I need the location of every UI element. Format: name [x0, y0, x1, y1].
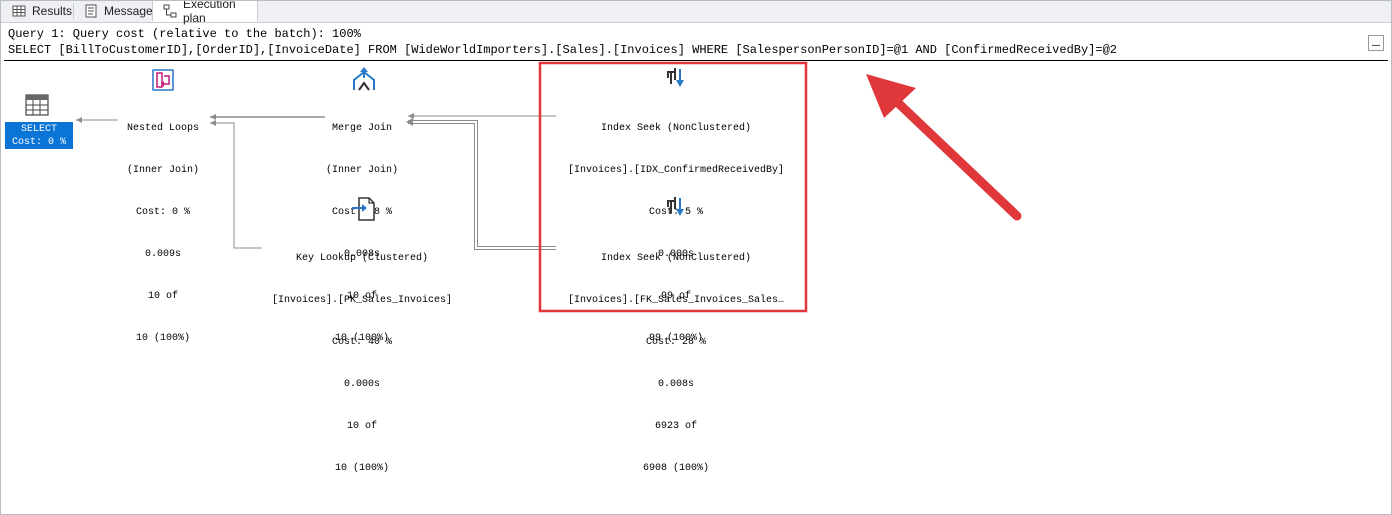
key-lookup-icon[interactable] — [350, 195, 378, 223]
node-title: Index Seek (NonClustered) — [600, 123, 752, 134]
nested-loops-node[interactable]: Nested Loops (Inner Join) Cost: 0 % 0.00… — [103, 94, 223, 360]
callout-arrow — [890, 95, 1022, 221]
node-rows-est: 10 (100%) — [334, 333, 389, 344]
tab-label: Execution plan — [183, 0, 236, 25]
node-subtitle: [Invoices].[IDX_ConfirmedReceivedBy] — [567, 165, 785, 176]
node-time: 0.009s — [144, 249, 181, 260]
query-cost-header: Query 1: Query cost (relative to the bat… — [8, 27, 361, 41]
node-rows-actual: 10 of — [346, 421, 377, 432]
node-subtitle: [Invoices].[PK_Sales_Invoices] — [271, 295, 453, 306]
index-seek-1-node[interactable]: Index Seek (NonClustered) [Invoices].[ID… — [551, 94, 801, 360]
node-rows-est: 10 (100%) — [334, 463, 389, 474]
merge-join-icon[interactable] — [350, 66, 378, 94]
connector-nested-keylookup — [210, 122, 262, 249]
index-seek-2-node[interactable]: Index Seek (NonClustered) [Invoices].[FK… — [551, 224, 801, 490]
select-title: SELECT — [20, 124, 57, 135]
minimize-button[interactable] — [1368, 35, 1384, 51]
grid-icon — [12, 4, 26, 18]
highlight-box — [538, 61, 808, 313]
tab-label: Messages — [104, 4, 159, 18]
node-time: 0.000s — [657, 249, 694, 260]
node-rows-actual: 10 of — [147, 291, 178, 302]
messages-icon — [84, 4, 98, 18]
header-divider — [4, 60, 1388, 61]
node-subtitle: (Inner Join) — [126, 165, 199, 176]
node-rows-actual: 6923 of — [654, 421, 697, 432]
node-title: Nested Loops — [126, 123, 199, 134]
node-rows-est: 10 (100%) — [135, 333, 190, 344]
node-rows-actual: 10 of — [346, 291, 377, 302]
node-subtitle: (Inner Join) — [325, 165, 398, 176]
node-title: Index Seek (NonClustered) — [600, 253, 752, 264]
key-lookup-node[interactable]: Key Lookup (Clustered) [Invoices].[PK_Sa… — [257, 224, 467, 490]
tab-label: Results — [32, 4, 73, 18]
select-cost: Cost: 0 % — [11, 137, 66, 148]
node-rows-actual: 99 of — [660, 291, 691, 302]
tab-messages[interactable]: Messages — [74, 1, 159, 21]
node-cost: Cost: 28 % — [645, 337, 706, 348]
node-rows-est: 99 (100%) — [648, 333, 703, 344]
node-time: 0.008s — [343, 249, 380, 260]
result-tab-bar: Results Messages Execution plan — [0, 0, 1392, 25]
node-cost: Cost: 40 % — [331, 337, 392, 348]
select-node[interactable]: SELECT Cost: 0 % — [5, 122, 73, 149]
select-icon[interactable] — [24, 93, 52, 121]
node-cost: Cost: 0 % — [135, 207, 190, 218]
index-seek-icon[interactable] — [662, 66, 690, 94]
index-seek-icon[interactable] — [662, 195, 690, 223]
node-time: 0.000s — [343, 379, 380, 390]
nested-loops-icon[interactable] — [149, 66, 177, 94]
node-cost: Cost: 5 % — [648, 207, 703, 218]
node-subtitle: [Invoices].[FK_Sales_Invoices_Sales… — [567, 295, 785, 306]
node-title: Merge Join — [331, 123, 392, 134]
tab-results[interactable]: Results — [2, 1, 72, 21]
tab-execution-plan[interactable]: Execution plan — [152, 0, 258, 25]
node-rows-est: 6908 (100%) — [642, 463, 709, 474]
execution-plan-icon — [163, 4, 177, 18]
node-title: Key Lookup (Clustered) — [295, 253, 429, 264]
query-sql-text: SELECT [BillToCustomerID],[OrderID],[Inv… — [8, 43, 1117, 57]
node-time: 0.008s — [657, 379, 694, 390]
